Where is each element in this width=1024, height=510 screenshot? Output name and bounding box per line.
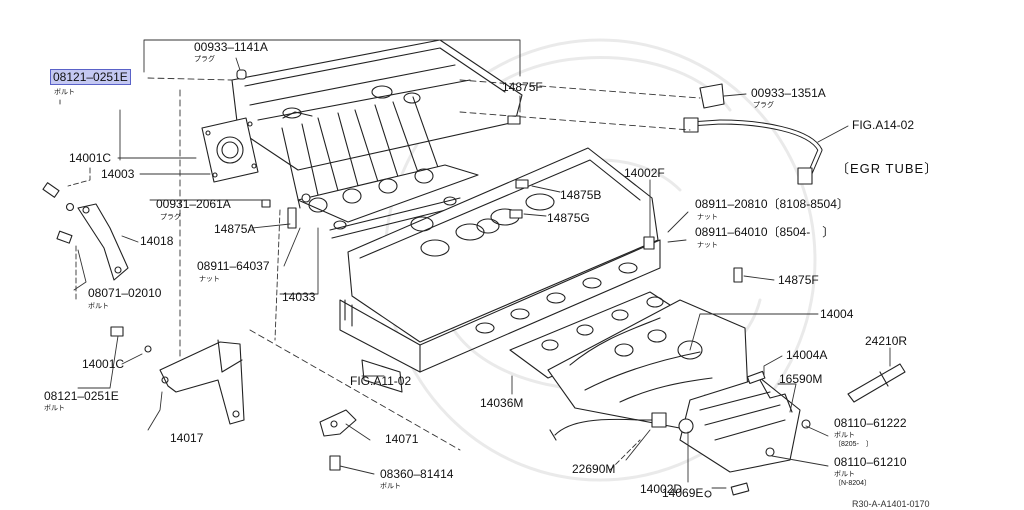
label-08360-81414: 08360–81414 bbox=[380, 467, 454, 481]
highlighted-part-number[interactable]: 08121–0251E bbox=[50, 69, 131, 85]
label-bolt-top: ボルト bbox=[54, 88, 75, 96]
label-08110-61222: 08110–61222 bbox=[834, 416, 907, 430]
label-bolt-e: ボルト bbox=[834, 471, 855, 478]
label-14875G: 14875G bbox=[547, 211, 590, 225]
label-14033: 14033 bbox=[282, 290, 316, 304]
label-08071-02010: 08071–02010 bbox=[88, 286, 162, 300]
label-14069E-visible: 14069E bbox=[662, 486, 703, 500]
label-bolt-f: ボルト bbox=[380, 482, 401, 490]
label-16590M: 16590M bbox=[779, 372, 823, 386]
stay-24210R bbox=[847, 363, 906, 403]
label-plug-c: プラグ bbox=[160, 213, 181, 221]
label-14003: 14003 bbox=[101, 167, 135, 181]
label-14036M: 14036M bbox=[480, 396, 524, 410]
label-nut-c: ナット bbox=[199, 275, 220, 283]
label-14001C-top: 14001C bbox=[69, 151, 112, 165]
label-08911-64037: 08911–64037 bbox=[197, 259, 270, 273]
label-plug-b: プラグ bbox=[753, 101, 774, 109]
label-08911-20810: 08911–20810〔8108-8504〕 bbox=[695, 197, 849, 211]
label-14069E-text: 14069E bbox=[662, 486, 704, 500]
label-fig-a11-02: FIG.A11-02 bbox=[350, 374, 412, 388]
label-bolt-c: ボルト bbox=[44, 404, 65, 412]
label-range-n8204: 〔N-8204〕 bbox=[834, 480, 871, 487]
label-14875A: 14875A bbox=[214, 222, 256, 236]
cylinder-head bbox=[339, 147, 661, 393]
label-14017: 14017 bbox=[170, 431, 204, 445]
label-range-8205: 〔8205- 〕 bbox=[834, 441, 873, 448]
label-14002D: 14002D bbox=[640, 482, 683, 496]
label-fig-a14-02: FIG.A14-02 bbox=[852, 118, 915, 132]
leader-lines bbox=[59, 39, 891, 489]
label-bolt-b: ボルト bbox=[88, 302, 109, 310]
label-14004A: 14004A bbox=[786, 348, 828, 362]
label-08121-0251E-top[interactable]: 08121–0251E bbox=[50, 69, 131, 85]
label-00931-2061A: 00931–2061A bbox=[156, 197, 231, 211]
label-14018: 14018 bbox=[140, 234, 174, 248]
intake-manifold bbox=[201, 39, 523, 239]
diagram-reference-code: R30-A-A1401-0170 bbox=[852, 499, 930, 509]
label-22690M: 22690M bbox=[572, 462, 616, 476]
label-14875F-top: 14875F bbox=[502, 80, 543, 94]
bracket-14017 bbox=[159, 339, 245, 425]
label-plug-a: プラグ bbox=[194, 55, 215, 63]
label-bolt-d: ボルト bbox=[834, 432, 855, 439]
label-14002F: 14002F bbox=[624, 166, 665, 180]
label-00933-1141A: 00933–1141A bbox=[194, 40, 268, 54]
bracket-14018 bbox=[77, 203, 129, 281]
label-egr-tube: 〔EGR TUBE〕 bbox=[836, 161, 939, 176]
label-14004: 14004 bbox=[820, 307, 854, 321]
bracket-14071 bbox=[319, 409, 357, 437]
egr-tube bbox=[683, 117, 823, 185]
label-24210R: 24210R bbox=[865, 334, 908, 348]
fasteners bbox=[42, 69, 811, 498]
label-00933-1351A: 00933–1351A bbox=[751, 86, 826, 100]
label-nut-b: ナット bbox=[697, 241, 718, 249]
label-nut-a: ナット bbox=[697, 213, 718, 221]
label-08911-64010: 08911–64010〔8504- 〕 bbox=[695, 225, 835, 239]
label-08121-0251E-bottom: 08121–0251E bbox=[44, 389, 119, 403]
oxygen-sensor bbox=[549, 412, 667, 441]
label-14001C-bottom: 14001C bbox=[82, 357, 125, 371]
label-14071: 14071 bbox=[385, 432, 419, 446]
label-14875B: 14875B bbox=[560, 188, 602, 202]
label-08110-61210: 08110–61210 bbox=[834, 455, 907, 469]
label-14875F-right: 14875F bbox=[778, 273, 819, 287]
